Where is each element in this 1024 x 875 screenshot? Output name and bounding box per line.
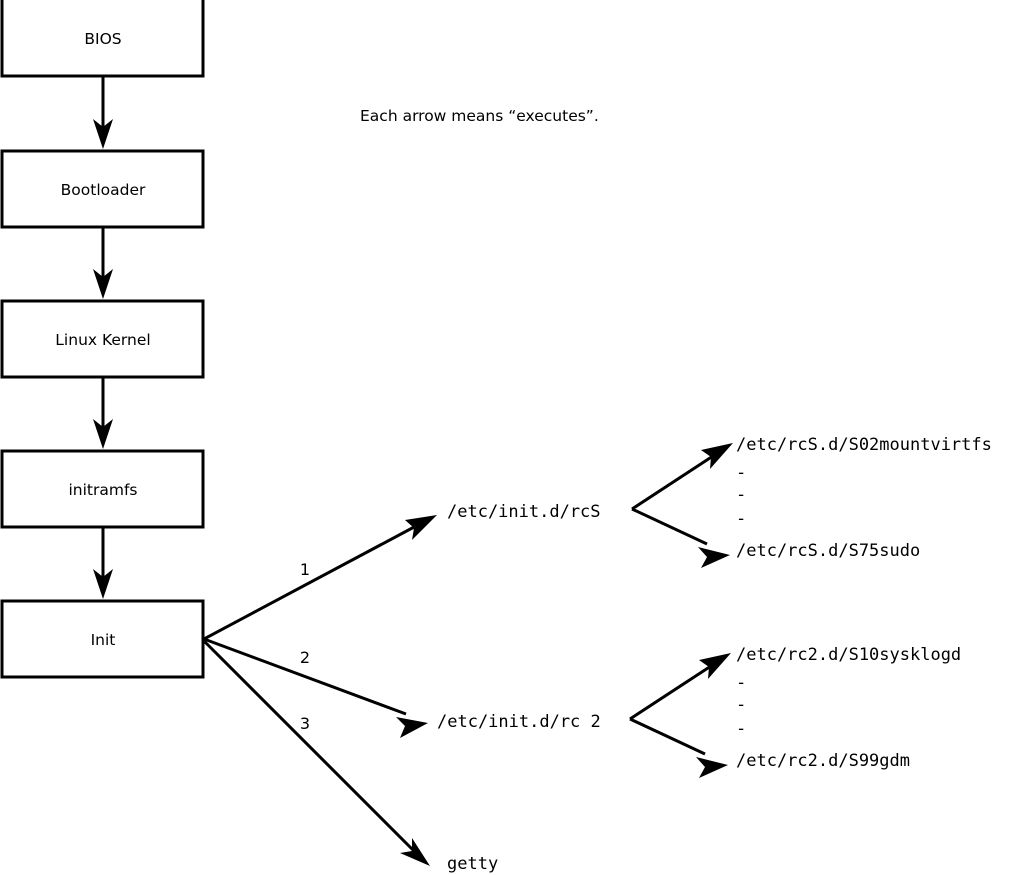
arrow-kernel-to-initramfs — [93, 377, 113, 449]
node-init[interactable]: Init — [0, 599, 205, 679]
node-bios-label: BIOS — [84, 30, 121, 48]
leaf-rc2-last-script[interactable]: /etc/rc2.d/S99gdm — [736, 751, 910, 771]
arrow-rc2-to-last-script — [629, 717, 728, 778]
ellipsis-dot-rc2-2: - — [736, 695, 746, 715]
ellipsis-dot-rcs-1: - — [736, 463, 746, 483]
node-rc2-script-label[interactable]: /etc/init.d/rc 2 — [437, 712, 601, 732]
ellipsis-dot-rcs-3: - — [736, 509, 746, 529]
leaf-rc2-first-script[interactable]: /etc/rc2.d/S10sysklogd — [736, 645, 961, 665]
arrow-bootloader-to-kernel — [93, 227, 113, 299]
ellipsis-dot-rc2-3: - — [736, 719, 746, 739]
node-rcs-script-label[interactable]: /etc/init.d/rcS — [447, 502, 601, 522]
node-linux-kernel[interactable]: Linux Kernel — [0, 299, 205, 379]
legend-note: Each arrow means “executes”. — [360, 107, 599, 125]
arrow-init-to-rc2 — [203, 637, 428, 738]
leaf-rcs-first-script[interactable]: /etc/rcS.d/S02mountvirtfs — [736, 435, 992, 455]
ellipsis-dot-rcs-2: - — [736, 485, 746, 505]
ellipsis-dot-rc2-1: - — [736, 673, 746, 693]
node-initramfs-label: initramfs — [68, 481, 137, 499]
node-init-label: Init — [91, 631, 116, 649]
node-bios[interactable]: BIOS — [0, 0, 205, 78]
arrow-bios-to-bootloader — [93, 76, 113, 149]
branch-number-3: 3 — [300, 714, 310, 733]
branch-number-1: 1 — [300, 560, 310, 579]
arrow-rc2-to-first-script — [629, 653, 731, 721]
node-getty-label[interactable]: getty — [447, 854, 498, 874]
arrow-initramfs-to-init — [93, 527, 113, 599]
arrow-rcs-to-last-script — [631, 507, 730, 568]
leaf-rcs-last-script[interactable]: /etc/rcS.d/S75sudo — [736, 541, 920, 561]
arrow-init-to-getty — [202, 639, 430, 866]
branch-number-2: 2 — [300, 648, 310, 667]
node-bootloader-label: Bootloader — [61, 181, 146, 199]
node-linux-kernel-label: Linux Kernel — [55, 331, 150, 349]
node-bootloader[interactable]: Bootloader — [0, 149, 205, 229]
node-initramfs[interactable]: initramfs — [0, 449, 205, 529]
arrow-init-to-rcs — [203, 515, 437, 641]
arrow-rcs-to-first-script — [631, 443, 733, 511]
